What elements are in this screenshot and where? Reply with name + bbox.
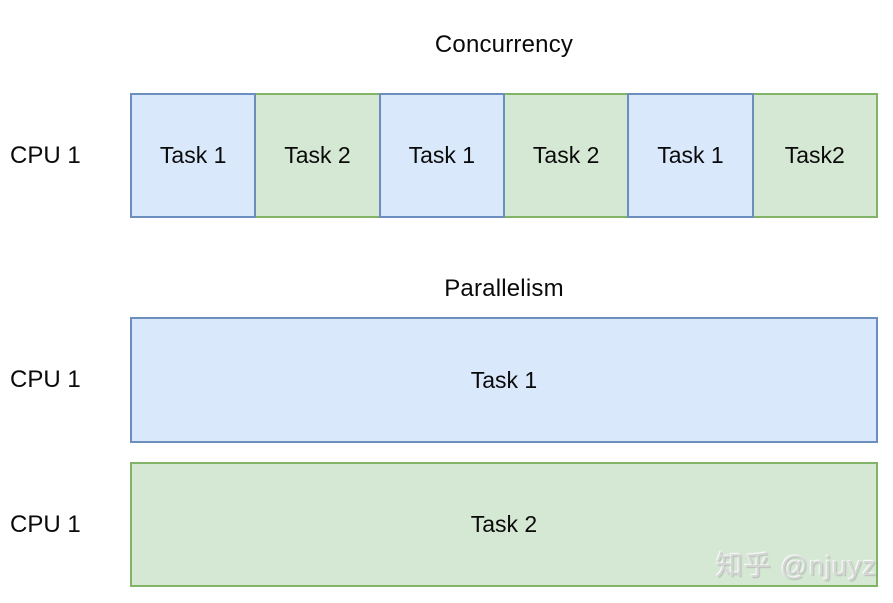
parallelism-block-task1: Task 1 [130, 317, 878, 443]
concurrency-block-task2-c: Task2 [751, 93, 878, 218]
parallelism-title: Parallelism [444, 275, 564, 302]
concurrency-timeline: Task 1 Task 2 Task 1 Task 2 Task 1 Task2 [130, 93, 878, 218]
concurrency-title: Concurrency [434, 31, 574, 58]
parallelism-cpu-label-1: CPU 1 [10, 366, 81, 393]
watermark-text: 知乎 @njuyz [716, 551, 877, 581]
concurrency-block-task1-b: Task 1 [378, 93, 505, 218]
parallelism-block-task2: Task 2 [130, 462, 878, 587]
concurrency-block-task1-a: Task 1 [130, 93, 257, 218]
concurrency-block-task2-b: Task 2 [502, 93, 630, 218]
concurrency-block-task1-c: Task 1 [627, 93, 754, 218]
parallelism-cpu-label-2: CPU 1 [10, 510, 81, 538]
concurrency-cpu-label: CPU 1 [10, 141, 81, 169]
concurrency-block-task2-a: Task 2 [254, 93, 381, 218]
